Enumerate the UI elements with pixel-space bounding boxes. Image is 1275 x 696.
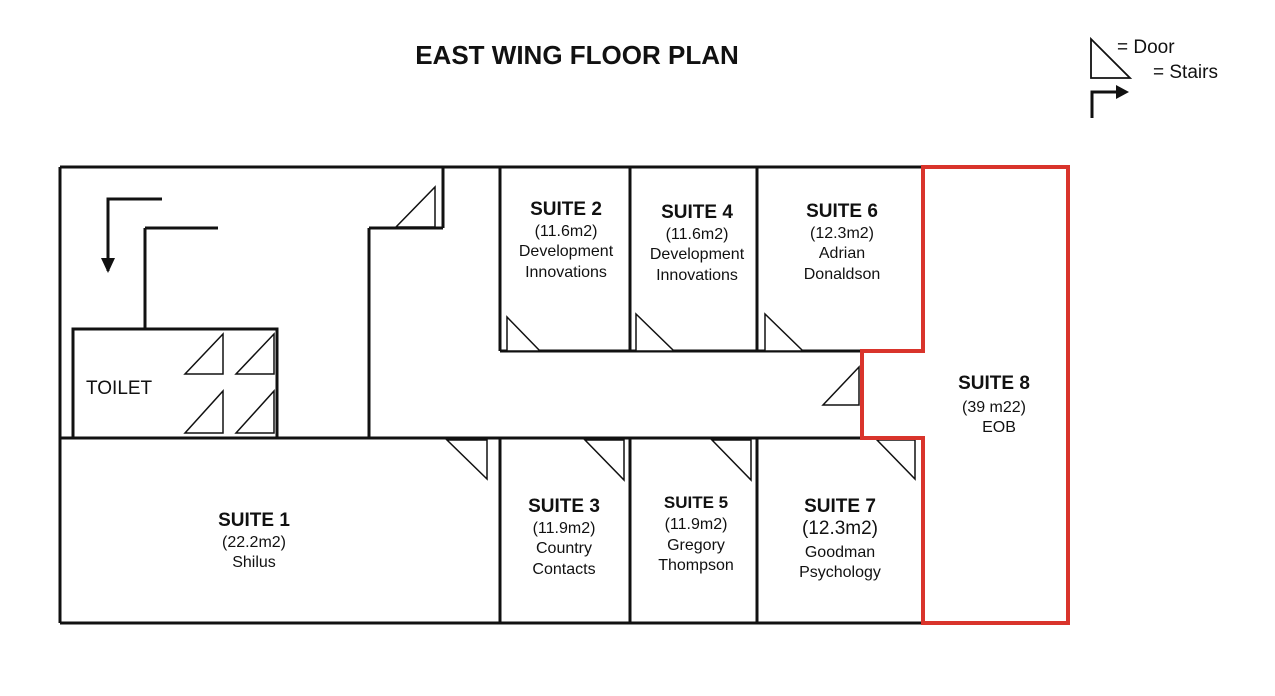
- suite-area: (11.6m2): [535, 223, 598, 240]
- suite-tenant: Goodman: [805, 544, 875, 561]
- suite-area: (12.3m2): [802, 518, 878, 539]
- walls: [58, 165, 923, 625]
- suite-area: (11.6m2): [666, 226, 729, 243]
- suite-name: SUITE 5: [664, 493, 728, 512]
- door-icon: [234, 332, 275, 375]
- suite-name: SUITE 8: [958, 373, 1030, 394]
- suite-7: SUITE 7 (12.3m2) Goodman Psychology: [799, 496, 881, 581]
- suite-5: SUITE 5 (11.9m2) Gregory Thompson: [658, 493, 734, 574]
- suite-tenant: Donaldson: [804, 266, 881, 283]
- plan-title: EAST WING FLOOR PLAN: [415, 40, 739, 70]
- suite-8-outline: [860, 165, 1070, 625]
- door-icon: [583, 439, 625, 482]
- suite-tenant: Contacts: [532, 561, 595, 578]
- suite-area: (22.2m2): [222, 534, 286, 551]
- suite-2: SUITE 2 (11.6m2) Development Innovations: [519, 199, 614, 281]
- suite-name: SUITE 4: [661, 202, 733, 223]
- suite-name: SUITE 7: [804, 496, 876, 517]
- suite-name: SUITE 2: [530, 199, 602, 220]
- suite-tenant: Adrian: [819, 245, 865, 262]
- suite-tenant: Country: [536, 540, 592, 557]
- suite-tenant: EOB: [982, 419, 1016, 436]
- suite-area: (39 m22): [962, 399, 1026, 416]
- suite-tenant: Innovations: [525, 264, 607, 281]
- suite-name: SUITE 1: [218, 510, 290, 531]
- suite-3: SUITE 3 (11.9m2) Country Contacts: [528, 496, 600, 578]
- suite-area: (11.9m2): [665, 516, 728, 533]
- suite-6: SUITE 6 (12.3m2) Adrian Donaldson: [804, 201, 881, 283]
- legend-stairs-label: = Stairs: [1153, 62, 1218, 83]
- door-icon: [394, 185, 436, 228]
- suite-name: SUITE 6: [806, 201, 878, 222]
- door-icon: [183, 389, 224, 434]
- doors: [183, 185, 916, 482]
- toilet-label: TOILET: [86, 378, 153, 399]
- door-icon: [183, 332, 224, 375]
- door-icon: [821, 365, 860, 406]
- door-icon: [764, 312, 805, 352]
- stairs-arrow-icon: [1090, 85, 1129, 118]
- door-icon: [635, 312, 676, 352]
- suite-4: SUITE 4 (11.6m2) Development Innovations: [650, 202, 745, 284]
- suite-tenant: Shilus: [232, 554, 276, 571]
- suite-tenant: Development: [519, 243, 614, 260]
- suite-name: SUITE 3: [528, 496, 600, 517]
- suite-tenant: Psychology: [799, 564, 881, 581]
- door-icon: [710, 439, 752, 482]
- suite-tenant: Innovations: [656, 267, 738, 284]
- legend-door-label: = Door: [1117, 37, 1175, 58]
- door-triangle-icon: [1090, 36, 1133, 79]
- door-icon: [875, 439, 916, 481]
- suite-8: SUITE 8 (39 m22) EOB: [958, 373, 1030, 436]
- suite-1: SUITE 1 (22.2m2) Shilus: [218, 510, 290, 571]
- door-icon: [234, 389, 275, 434]
- stairs-icon: [101, 197, 162, 273]
- door-icon: [445, 439, 488, 481]
- suite-tenant: Thompson: [658, 557, 734, 574]
- door-icon: [506, 315, 542, 352]
- suite-area: (12.3m2): [810, 225, 874, 242]
- suite-area: (11.9m2): [533, 520, 596, 537]
- suite-tenant: Gregory: [667, 537, 725, 554]
- legend: = Door = Stairs: [1090, 36, 1218, 118]
- suite-tenant: Development: [650, 246, 745, 263]
